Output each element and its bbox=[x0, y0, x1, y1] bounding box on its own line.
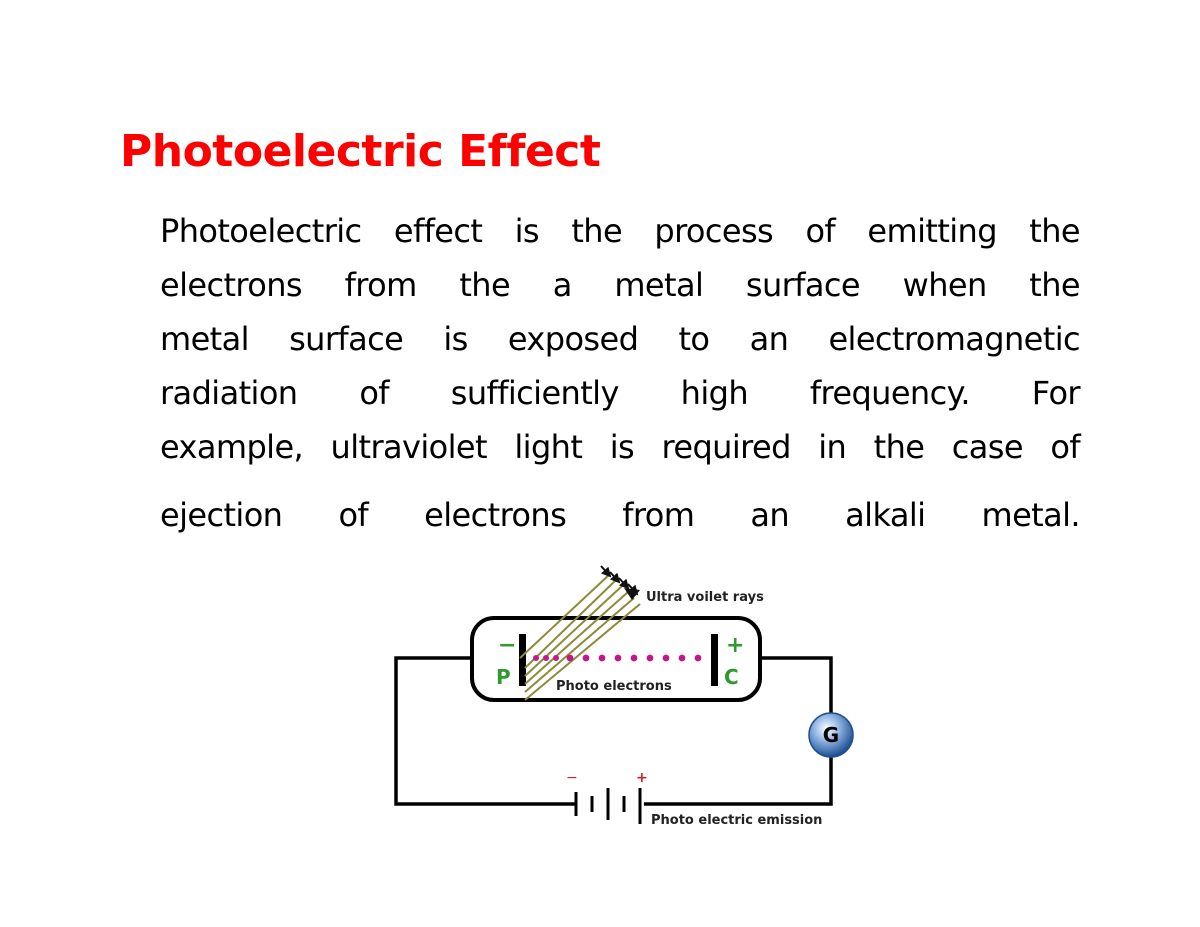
cathode-plate bbox=[519, 634, 526, 686]
uv-rays bbox=[519, 573, 641, 701]
electrons-label: Photo electrons bbox=[556, 679, 672, 694]
body-line: ejection of electrons from an alkali met… bbox=[160, 496, 1081, 534]
galvanometer bbox=[808, 712, 854, 758]
body-line: radiation of sufficiently high frequency… bbox=[160, 374, 1081, 412]
anode-sign: + bbox=[726, 633, 744, 658]
anode-letter: C bbox=[724, 665, 739, 689]
body-line: Photoelectric effect is the process of e… bbox=[160, 212, 1081, 250]
cathode-sign: − bbox=[498, 633, 516, 658]
rays-label: Ultra voilet rays bbox=[646, 590, 764, 605]
body-line: electrons from the a metal surface when … bbox=[160, 266, 1081, 304]
battery bbox=[574, 788, 642, 824]
slide-title: Photoelectric Effect bbox=[120, 126, 601, 177]
anode-plate bbox=[711, 634, 718, 686]
ray-arrows bbox=[600, 565, 639, 596]
battery-neg-sign: − bbox=[566, 770, 578, 786]
photoelectric-diagram: Ultra voilet rays Photo electrons − P + … bbox=[388, 560, 860, 832]
meter-letter: G bbox=[823, 723, 839, 747]
body-paragraph: Photoelectric effect is the process of e… bbox=[160, 204, 1081, 542]
body-line: metal surface is exposed to an electroma… bbox=[160, 320, 1081, 358]
body-line: example, ultraviolet light is required i… bbox=[160, 428, 1081, 466]
diagram-caption: Photo electric emission bbox=[651, 813, 822, 828]
cathode-letter: P bbox=[496, 665, 511, 689]
battery-pos-sign: + bbox=[636, 770, 648, 786]
rays-arrowhead bbox=[624, 588, 640, 600]
photo-electrons bbox=[533, 654, 702, 662]
circuit-wires bbox=[394, 656, 833, 806]
